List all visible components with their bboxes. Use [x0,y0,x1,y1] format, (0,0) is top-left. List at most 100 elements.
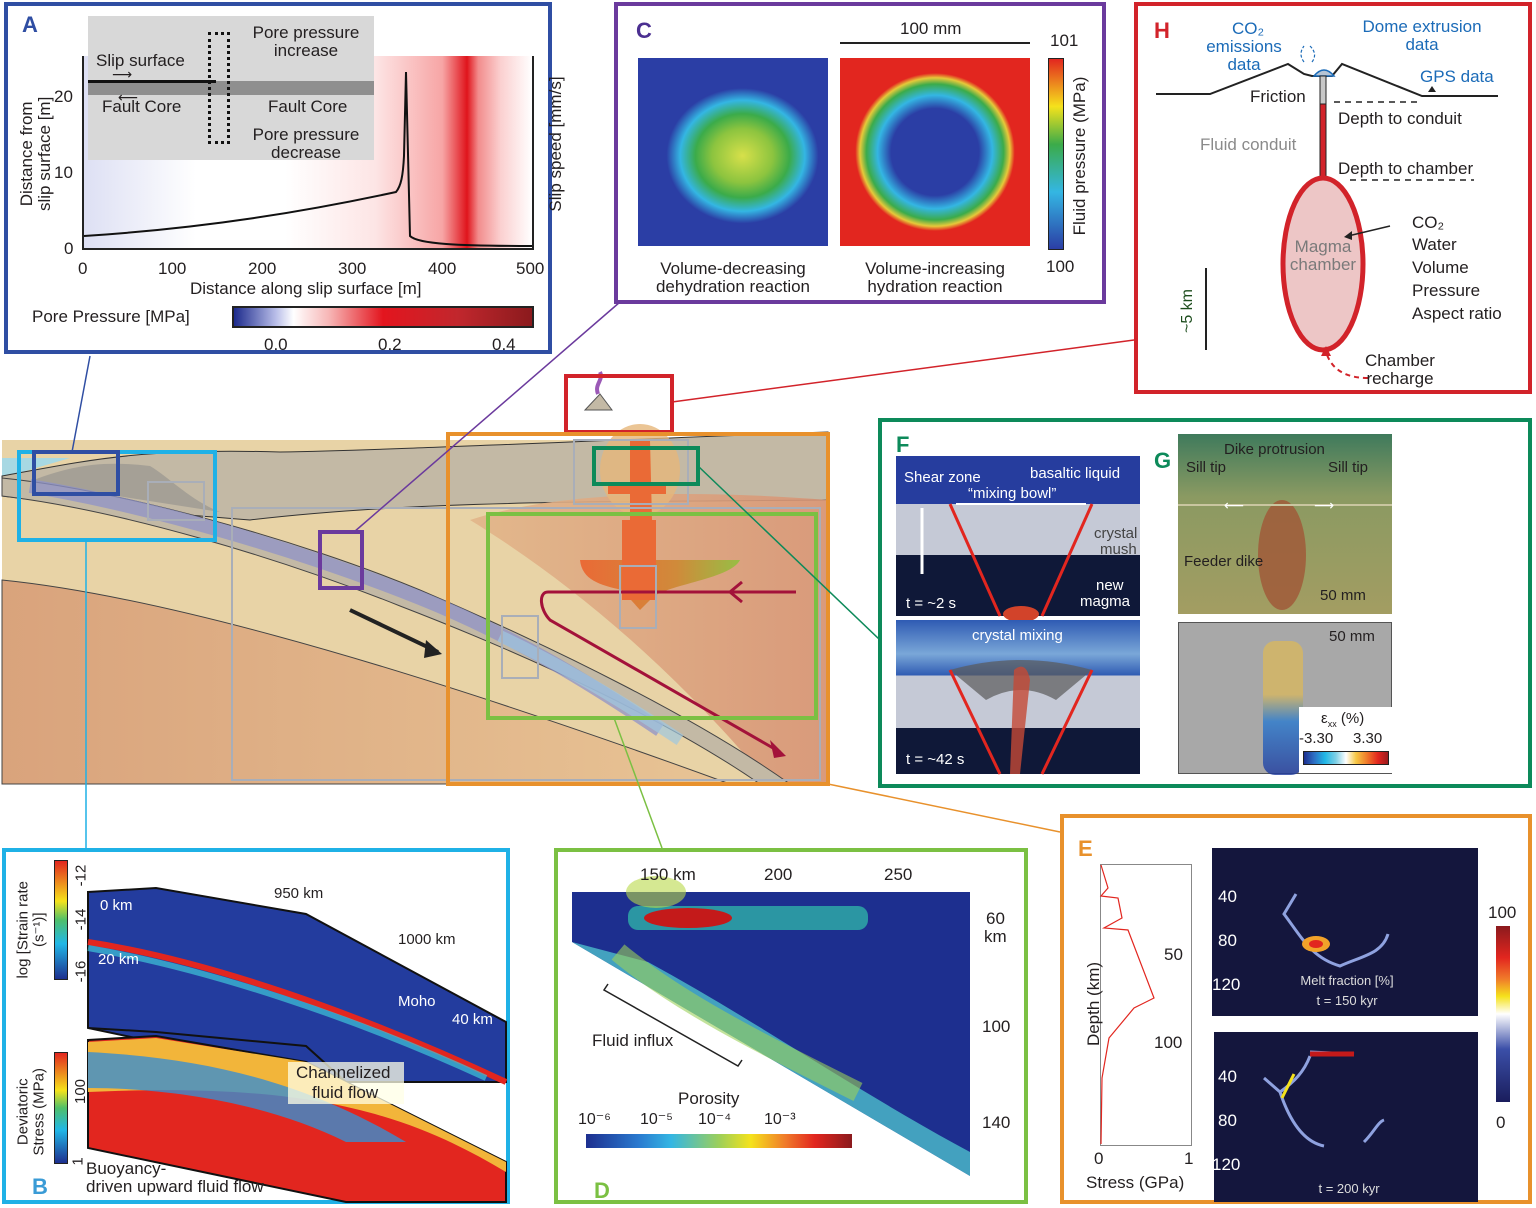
a-xtick-200: 200 [248,259,277,278]
slip-surface-text: Slip surface [96,51,185,70]
g-sill-tip-right: Sill tip [1328,459,1369,476]
e-melt-top: 40 80 120 Melt fraction [%] t = 150 kyr [1212,848,1478,1016]
d-xtick-1: 200 [764,865,793,884]
panel-c-label: C [636,18,652,43]
e-top-depth-0: 40 [1218,887,1237,906]
g-scale-bot: 50 mm [1329,628,1375,645]
d-fluid-influx: Fluid influx [592,1031,674,1050]
h-param-0: CO₂ [1412,213,1445,232]
dehydration-image [638,58,828,246]
a-ytick-20: 20 [54,87,73,106]
f-crystal-mixing: crystal mixing [972,627,1063,644]
a-xlabel: Distance along slip surface [m] [190,279,422,298]
c-left-caption-2: dehydration reaction [655,277,811,296]
scale-bar-100mm [840,42,1030,44]
h-co2-3: data [1227,55,1261,74]
b-km0: 0 km [100,897,133,914]
h-magma-2: chamber [1289,255,1357,274]
c-cb-max: 101 [1050,31,1079,50]
e-bot-depth-1: 80 [1218,1111,1237,1130]
a-xtick-100: 100 [158,259,187,278]
pp-decrease-2: decrease [271,143,341,162]
e-cb-min: 0 [1496,1113,1506,1132]
a-cb-tick-1: 0.2 [378,335,402,354]
panel-h-label: H [1154,18,1170,43]
h-depth-conduit: Depth to conduit [1338,109,1462,128]
volcano-diagram [1156,45,1498,379]
panel-f-label: F [896,432,910,457]
b-bot-tick-0: 100 [72,1078,90,1105]
e-top-time: t = 150 kyr [1316,993,1378,1008]
h-fluid-conduit: Fluid conduit [1200,135,1297,154]
b-buoy-2: driven upward fluid flow [86,1177,264,1196]
e-top-depth-2: 120 [1212,975,1241,994]
f-new-1: new [1096,577,1124,594]
a-xtick-500: 500 [516,259,545,278]
e-melt-label: Melt fraction [%] [1300,973,1394,988]
panel-b: B -12 -14 -16 log [Strain rate (s⁻¹)] 0 … [2,848,510,1204]
b-channel-box [288,1062,404,1104]
a-colorbar [232,306,534,328]
a-ytick-0: 0 [64,239,74,258]
panel-a: A Slip surface ⟶ ⟵ Fault Core Fault Core… [4,2,565,354]
h-friction: Friction [1250,87,1306,106]
arrow-right-icon: ⟶ [1314,497,1335,513]
b-moho: Moho [398,993,436,1010]
pp-decrease-1: Pore pressure [252,125,360,144]
h-depth-chamber: Depth to chamber [1338,159,1474,178]
b-km40: 40 km [452,1011,493,1028]
h-dome-2: data [1405,35,1439,54]
g-strain-overlay [1263,641,1303,775]
h-co2-2: emissions [1206,37,1282,56]
f-shear-zone: Shear zone [904,469,981,486]
d-xtick-0: 150 km [640,865,696,884]
fault-core-band [88,81,374,95]
slip-surface-line [88,80,216,83]
g-scale-top: 50 mm [1320,587,1366,604]
b-bot-cb-label: Deviatoric Stress (MPa) [14,1068,47,1156]
panel-h: H CO₂ emissions data Dome extrusion data… [1134,2,1532,394]
a-cb-tick-2: 0.4 [492,335,516,354]
fault-core-right-text: Fault Core [268,97,348,116]
panel-b-label: B [32,1174,48,1199]
c-right-caption-2: hydration reaction [867,277,1003,296]
e-melt-top-shape [1282,893,1390,968]
slip-speed-curve [83,71,533,247]
b-bot-cb [54,1052,68,1164]
arrow-right-icon: ⟶ [112,66,133,82]
f-crystal-1: crystal [1094,525,1138,542]
pp-increase-1: Pore pressure [252,23,360,42]
d-cb-title: Porosity [678,1089,740,1108]
b-channel-2: fluid flow [312,1083,379,1102]
c-cb-min: 100 [1046,257,1075,276]
a-xtick-300: 300 [338,259,367,278]
h-param-1: Water [1412,235,1457,254]
h-recharge-1: Chamber [1365,351,1435,370]
h-co2-1: CO₂ [1231,19,1265,38]
e-ytick-100: 100 [1154,1033,1183,1052]
d-cb-tick-1: 10⁻⁵ [640,1111,673,1128]
d-ytick-2: 140 [982,1113,1011,1132]
h-param-2: Volume [1412,258,1469,277]
f-t2: t = ~42 s [906,751,965,768]
g-colorbar-box: εxx (%) -3.30 3.30 [1299,707,1393,773]
c-right-caption-1: Volume-increasing [865,259,1005,278]
f-basaltic: basaltic liquid [1030,465,1121,482]
panel-d: D 150 km 200 250 60 km 100 140 Fluid inf… [554,848,1028,1204]
h-gps: GPS data [1420,67,1494,86]
e-ytick-50: 50 [1164,945,1183,964]
f-bottom-image: crystal mixing t = ~42 s [896,620,1140,775]
panel-a-label: A [22,12,38,37]
f-t1: t = ~2 s [906,595,957,612]
e-bot-depth-2: 120 [1212,1155,1241,1174]
e-xtick-1: 1 [1184,1149,1194,1168]
fault-core-left-text: Fault Core [102,97,182,116]
d-cb-tick-0: 10⁻⁶ [578,1111,611,1128]
f-mixing-bowl: “mixing bowl” [968,485,1057,502]
g-bottom-image: 50 mm εxx (%) -3.30 3.30 [1178,622,1393,775]
hydration-image [840,58,1030,246]
panel-e: E 50 100 0 1 Stress (GPa) Depth (km) 40 … [1060,814,1532,1204]
d-ytick-0: 60 [986,909,1005,928]
h-magma-1: Magma [1294,237,1352,256]
